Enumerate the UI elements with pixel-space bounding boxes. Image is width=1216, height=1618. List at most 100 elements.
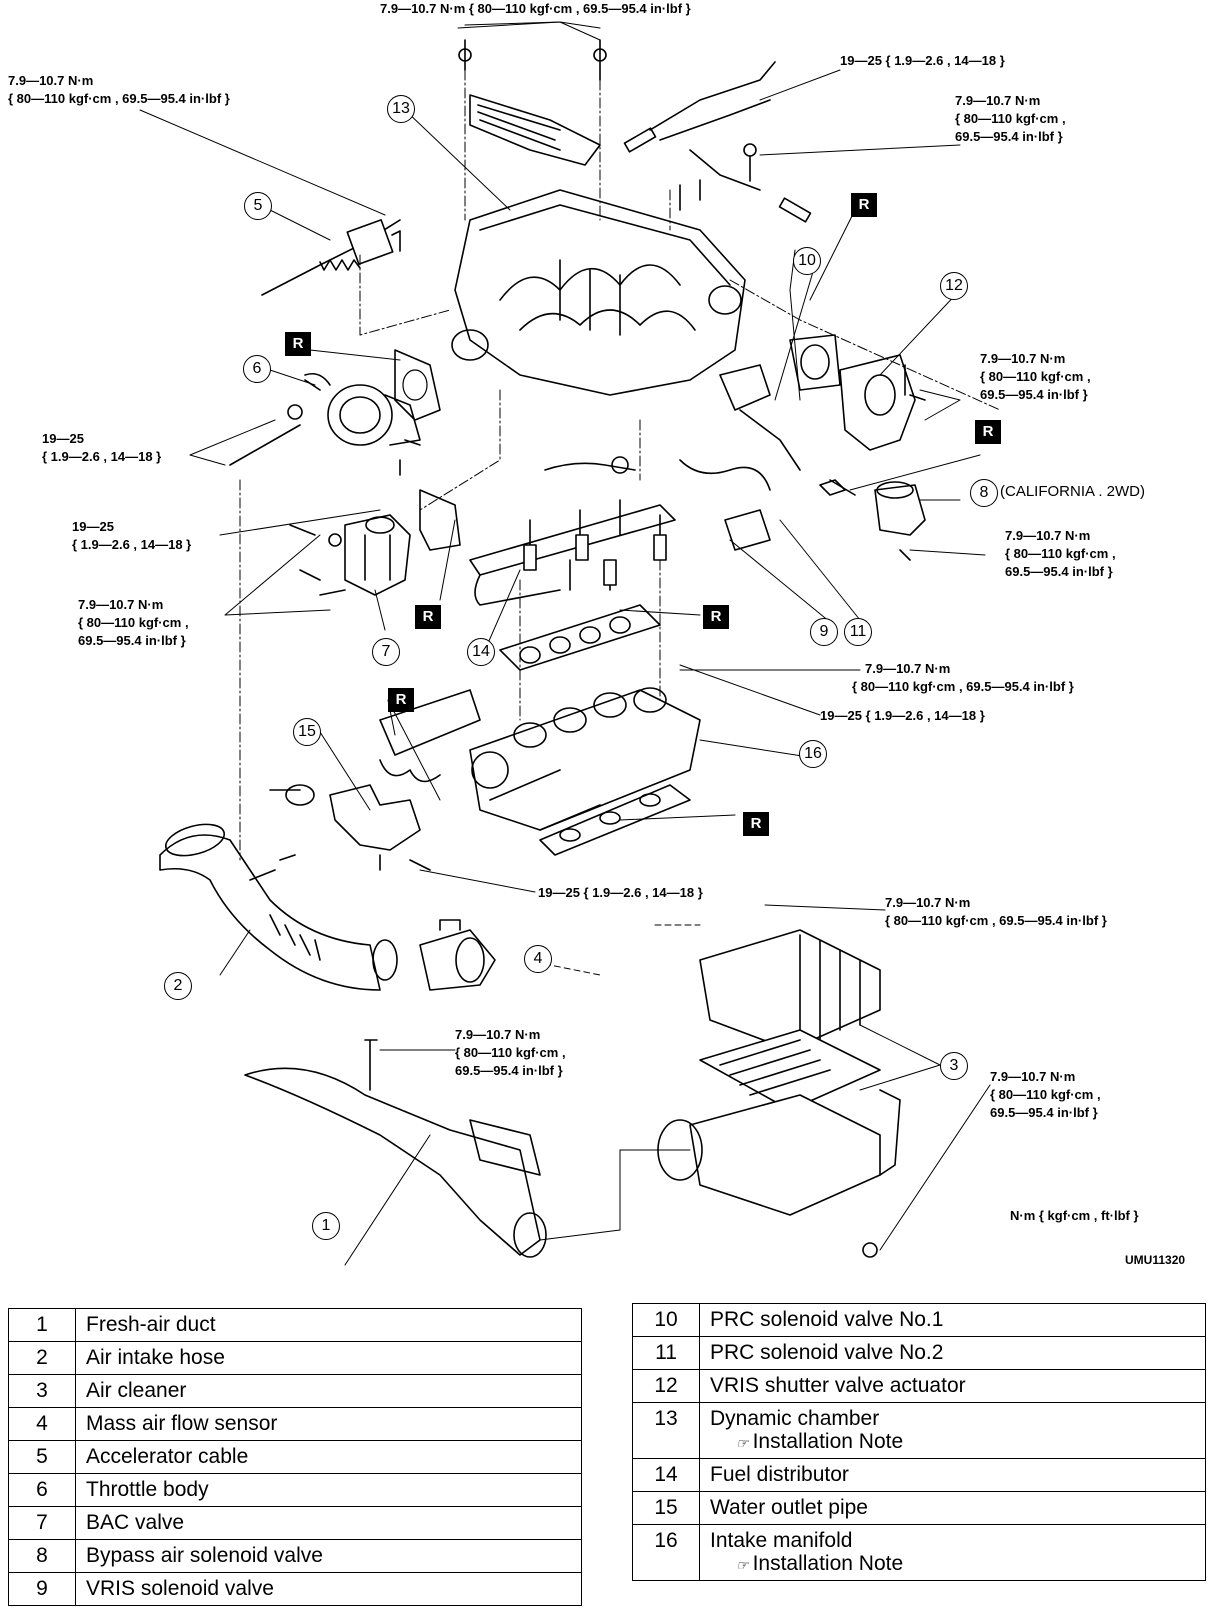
legend-part-cell: Intake manifold ☞Installation Note [699,1524,1206,1581]
legend-part-name: Air intake hose [75,1341,582,1375]
callout-12: 12 [940,272,968,300]
legend-part-name: Fresh-air duct [75,1308,582,1342]
figure-id-label: UMU11320 [1125,1253,1186,1267]
replace-mark: R [285,332,311,356]
callout-4: 4 [524,945,552,973]
legend-number: 12 [632,1369,700,1403]
torque-label-throttle-line1: 19—25 [42,431,84,446]
legend-part-name: Fuel distributor [699,1458,1206,1492]
callout-9: 9 [810,618,838,646]
torque-label-prc-line1: 7.9—10.7 N·m [865,661,951,676]
exploded-view-diagram [139,21,1001,1266]
callout-14: 14 [467,638,495,666]
callout-1: 1 [312,1212,340,1240]
units-label: N·m { kgf·cm , ft·lbf } [1010,1208,1139,1223]
callout-10: 10 [793,247,821,275]
torque-label-bac-lower-line1: 7.9—10.7 N·m [78,597,164,612]
torque-label-right-line1: 7.9—10.7 N·m [955,93,1041,108]
legend-part-name: VRIS shutter valve actuator [699,1369,1206,1403]
callout-11: 11 [844,618,872,646]
lower-gasket-part [539,784,691,856]
legend-number: 4 [8,1407,76,1441]
torque-label-bypass-line1: 7.9—10.7 N·m [1005,528,1091,543]
torque-label-manifold: 19—25 { 1.9—2.6 , 14—18 } [820,708,985,723]
torque-label-duct-line2: { 80—110 kgf·cm , [455,1045,566,1060]
callout-7: 7 [372,638,400,666]
replace-mark: R [975,420,1001,444]
air-cleaner-part [657,929,901,1258]
legend-part-name: Accelerator cable [75,1440,582,1474]
legend-part-name: Dynamic chamber [710,1407,880,1430]
legend-part-name: PRC solenoid valve No.1 [699,1303,1206,1337]
fresh-air-duct-part [244,1039,547,1258]
vris-shutter-actuator-part [839,354,926,451]
harness-cover-part [458,21,607,166]
callout-3: 3 [940,1052,968,1080]
legend-part-name: Intake manifold [710,1529,853,1552]
legend-part-name: PRC solenoid valve No.2 [699,1336,1206,1370]
legend-number: 9 [8,1572,76,1606]
torque-label-cleaner-top-line2: { 80—110 kgf·cm , 69.5—95.4 in·lbf } [885,913,1107,928]
replace-mark: R [388,688,414,712]
manifold-gasket-part [379,689,481,756]
torque-label-duct-line1: 7.9—10.7 N·m [455,1027,541,1042]
legend-number: 16 [632,1524,700,1581]
replace-mark: R [743,812,769,836]
mass-air-flow-sensor-part [419,919,496,991]
legend-part-name: Water outlet pipe [699,1491,1206,1525]
legend-part-name: BAC valve [75,1506,582,1540]
callout-5: 5 [244,192,272,220]
torque-label-bypass-line3: 69.5—95.4 in·lbf } [1005,564,1113,579]
legend-number: 11 [632,1336,700,1370]
installation-note-link[interactable]: ☞Installation Note [710,1430,1195,1455]
legend-part-name: Bypass air solenoid valve [75,1539,582,1573]
torque-label-throttle-line2: { 1.9—2.6 , 14—18 } [42,449,162,464]
legend-number: 14 [632,1458,700,1492]
legend-part-name: Air cleaner [75,1374,582,1408]
torque-label-water-pipe: 19—25 { 1.9—2.6 , 14—18 } [538,885,703,900]
installation-note-label: Installation Note [752,1430,904,1453]
fuel-distributor-part [469,456,676,606]
reference-icon: ☞ [736,1557,749,1573]
reference-icon: ☞ [736,1435,749,1451]
torque-label-prc-line2: { 80—110 kgf·cm , 69.5—95.4 in·lbf } [852,679,1074,694]
torque-label-actuator-line2: { 80—110 kgf·cm , [980,369,1091,384]
torque-label-cleaner-right-line3: 69.5—95.4 in·lbf } [990,1105,1098,1120]
legend-part-name: VRIS solenoid valve [75,1572,582,1606]
legend-number: 8 [8,1539,76,1573]
torque-label-right-line2: { 80—110 kgf·cm , [955,111,1066,126]
callout-8: 8 [970,479,998,507]
legend-number: 10 [632,1303,700,1337]
legend-number: 6 [8,1473,76,1507]
air-intake-hose-part [159,823,398,991]
legend-number: 7 [8,1506,76,1540]
water-outlet-pipe-part [269,784,431,871]
torque-label-bac-upper-line2: { 1.9—2.6 , 14—18 } [72,537,192,552]
torque-label-cleaner-right-line1: 7.9—10.7 N·m [990,1069,1076,1084]
bac-valve-part [289,514,411,596]
installation-note-label: Installation Note [752,1552,904,1575]
intake-manifold-part [469,687,701,831]
legend-number: 1 [8,1308,76,1342]
torque-label-duct-line3: 69.5—95.4 in·lbf } [455,1063,563,1078]
callout-6: 6 [243,355,271,383]
torque-label-bac-upper-line1: 19—25 [72,519,114,534]
installation-note-link[interactable]: ☞Installation Note [710,1552,1195,1577]
accelerator-cable-part [261,219,401,296]
torque-label-upper-left-line2: { 80—110 kgf·cm , 69.5—95.4 in·lbf } [8,91,230,106]
callout-16: 16 [799,740,827,768]
table-row: 16 Intake manifold ☞Installation Note [632,1524,1206,1581]
legend-number: 15 [632,1491,700,1525]
callout-13: 13 [387,95,415,123]
torque-label-top: 7.9—10.7 N·m { 80—110 kgf·cm , 69.5—95.4… [380,1,691,16]
